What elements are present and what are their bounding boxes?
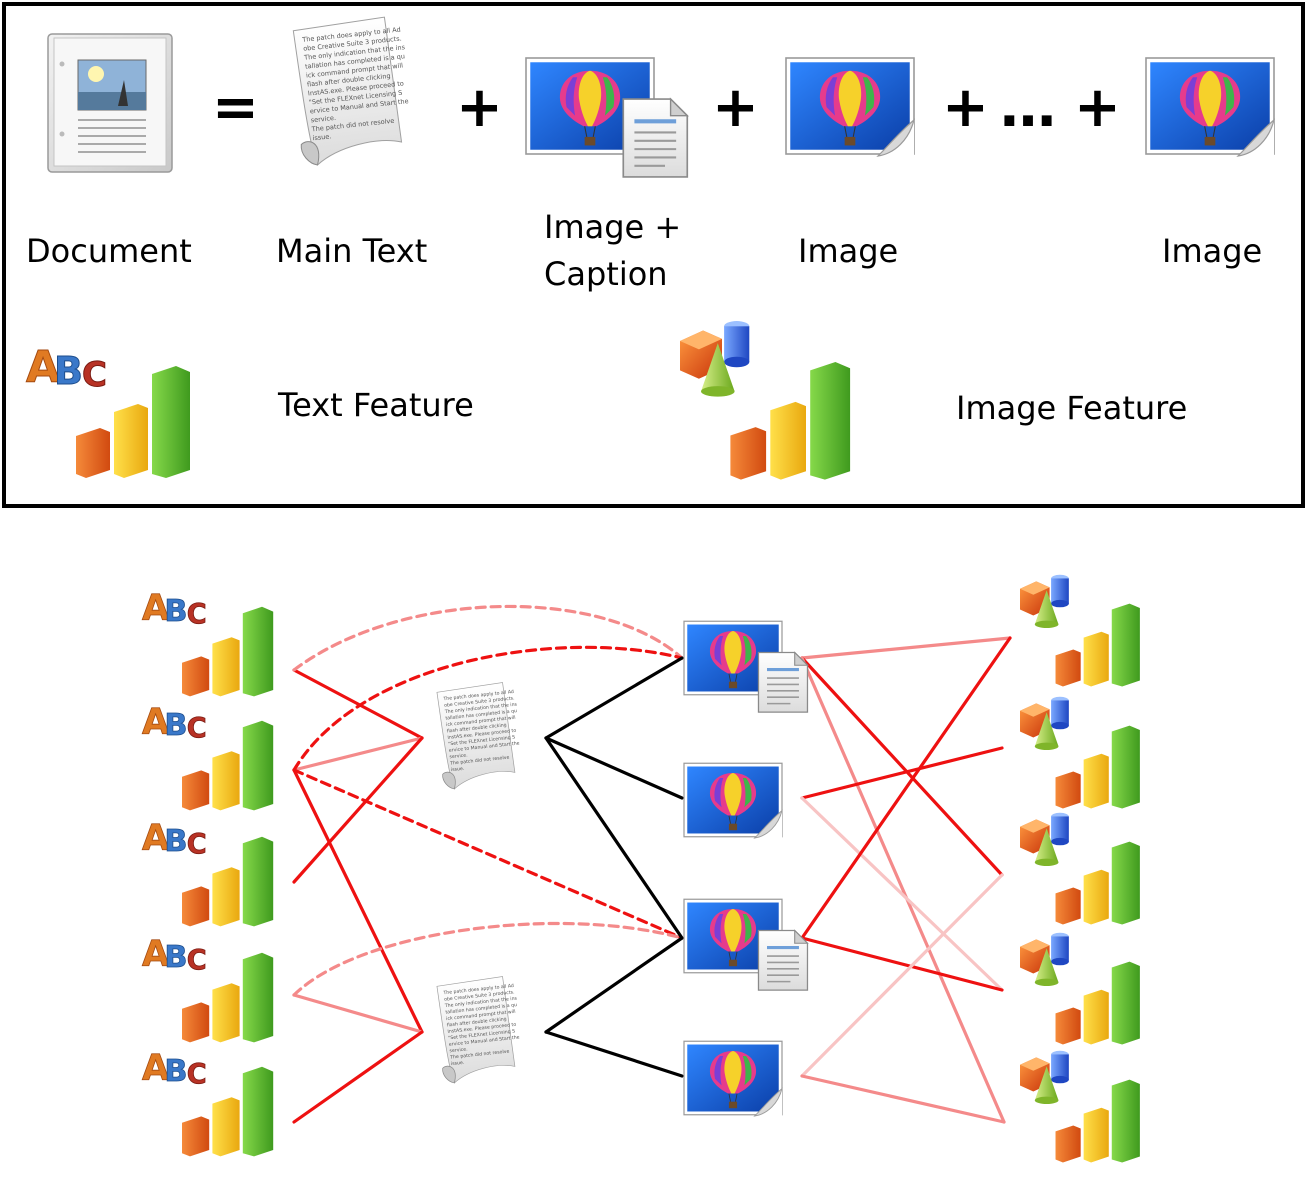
image-to-feature-link	[800, 656, 1004, 877]
text-to-caption-link	[292, 645, 684, 772]
snippet-line: issue.	[312, 132, 331, 142]
caption-doc-icon	[756, 928, 810, 992]
snippet-line: service.	[310, 114, 336, 125]
main-to-image-link	[544, 656, 684, 740]
image-caption-label-line1: Image +	[544, 208, 682, 246]
text-to-main-link	[292, 668, 424, 740]
image-label-1: Image	[798, 232, 899, 270]
caption-doc-icon	[756, 650, 810, 714]
document-sea	[78, 92, 146, 110]
text-feature-node	[141, 817, 274, 927]
abc-icon	[141, 587, 208, 631]
plus-operator-2: +	[712, 75, 759, 140]
image-to-feature-link	[800, 796, 1004, 992]
ellipsis-operator: …	[1000, 75, 1056, 140]
image-to-feature-link	[800, 936, 1004, 992]
image-to-feature-link	[800, 1074, 1006, 1124]
document-sun	[88, 66, 104, 82]
shapes-icon	[1020, 574, 1069, 629]
snippet-line: issue.	[451, 766, 465, 773]
plus-operator-1: +	[456, 75, 503, 140]
main-to-image-link	[544, 936, 684, 1034]
main-to-image-link	[544, 736, 684, 940]
image-to-feature-link	[800, 636, 1012, 940]
snippet-line: service.	[449, 752, 468, 760]
abc-icon	[141, 933, 208, 977]
link-lines	[292, 604, 1012, 1124]
text-feature-node	[141, 1047, 274, 1157]
text-feature-node	[141, 587, 274, 697]
main-text-label: Main Text	[276, 232, 428, 270]
snippet-line: issue.	[451, 1060, 465, 1067]
legend-box	[2, 2, 1305, 508]
bar-chart-icon	[1055, 725, 1140, 809]
image-node	[683, 762, 783, 839]
text-to-main-link	[292, 1030, 424, 1124]
text-to-caption-link	[292, 604, 684, 672]
image-feature-node	[1020, 932, 1140, 1045]
bar-chart-icon	[1055, 1079, 1140, 1163]
main-to-image-link	[544, 736, 684, 800]
text-to-main-link	[292, 736, 424, 772]
binder-hole	[59, 61, 65, 67]
paper-curl	[442, 1065, 456, 1084]
image-to-feature-link	[800, 656, 1006, 1124]
text-to-main-link	[292, 993, 424, 1034]
plus-operator-3: +	[942, 75, 989, 140]
text-feature-node	[141, 701, 274, 811]
text-to-caption-link	[292, 768, 684, 940]
document-sail	[118, 80, 128, 106]
abc-icon	[141, 701, 208, 745]
bar-chart-icon	[1055, 841, 1140, 925]
abc-icon	[141, 817, 208, 861]
shapes-icon	[1020, 1050, 1069, 1105]
image-node	[683, 1040, 783, 1117]
image-feature-node	[1020, 1050, 1140, 1163]
image-to-feature-link	[800, 873, 1004, 1078]
text-to-caption-link	[292, 921, 684, 997]
document-label: Document	[26, 232, 192, 270]
image-feature-node	[1020, 812, 1140, 925]
image-to-feature-link	[800, 636, 1012, 660]
document-icon	[47, 33, 173, 173]
bar-chart-icon	[1055, 961, 1140, 1045]
shapes-icon	[1020, 696, 1069, 751]
bar-chart-icon	[1055, 603, 1140, 687]
snippet-line: service.	[449, 1046, 468, 1054]
image-feature-node	[1020, 574, 1140, 687]
text-feature-label: Text Feature	[278, 386, 474, 424]
text-to-main-link	[292, 736, 424, 884]
binder-hole	[59, 131, 65, 137]
shapes-icon	[1020, 812, 1069, 867]
equals-operator: =	[212, 75, 259, 140]
image-to-feature-link	[800, 746, 1004, 800]
text-to-main-link	[292, 768, 424, 1034]
abc-icon	[141, 1047, 208, 1091]
image-feature-node	[1020, 696, 1140, 809]
main-to-image-link	[544, 1030, 684, 1078]
image-feature-label: Image Feature	[956, 389, 1188, 427]
shapes-icon	[1020, 932, 1069, 987]
image-caption-label-line2: Caption	[544, 255, 668, 293]
plus-operator-4: +	[1074, 75, 1121, 140]
text-feature-node	[141, 933, 274, 1043]
paper-curl	[300, 141, 320, 166]
image-label-2: Image	[1162, 232, 1263, 270]
paper-curl	[442, 771, 456, 790]
